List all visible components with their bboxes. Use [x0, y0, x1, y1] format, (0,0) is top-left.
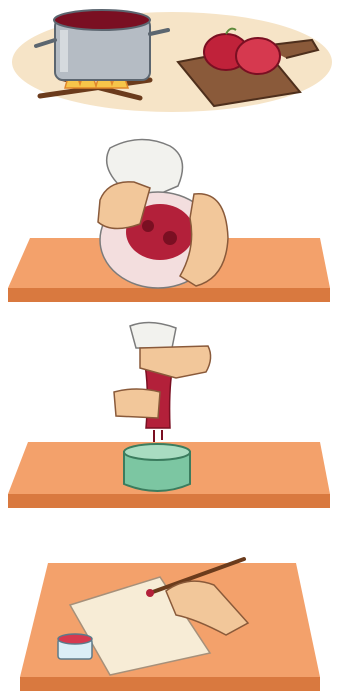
painting-scene [0, 535, 339, 695]
step-3-panel [0, 318, 339, 518]
paint-pot-icon [58, 634, 92, 659]
pot-icon [36, 10, 168, 80]
step-2-panel [0, 128, 339, 313]
wrapping-scene [0, 128, 339, 313]
step-4-panel [0, 535, 339, 695]
juice-drops-icon [154, 430, 162, 442]
step-1-panel [0, 0, 339, 120]
cooking-scene [0, 0, 339, 120]
green-bowl-icon [124, 444, 190, 491]
squeezing-scene [0, 318, 339, 518]
